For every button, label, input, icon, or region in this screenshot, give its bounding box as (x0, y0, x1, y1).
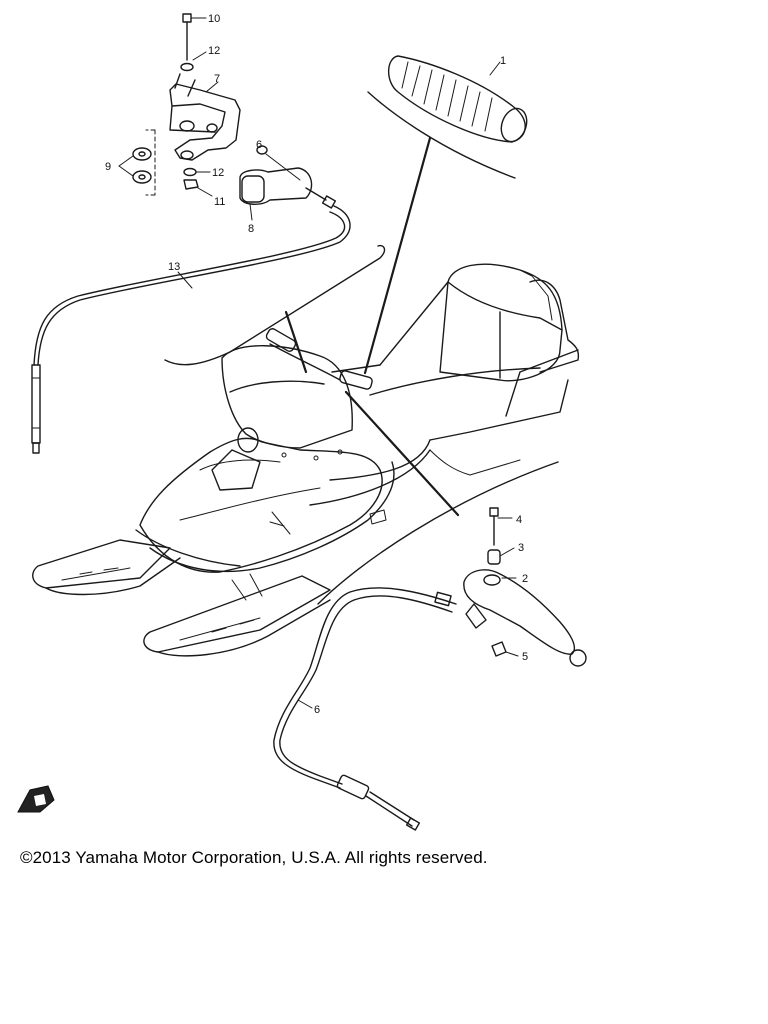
throttle-cable (31, 205, 351, 454)
handlebar-grip (387, 55, 528, 143)
callout-6b: 6 (314, 704, 320, 716)
lever-leader (344, 390, 460, 517)
grip-leader (363, 136, 432, 375)
callout-labels: 1 2 3 4 5 6 6 7 8 9 10 11 12 12 13 (105, 13, 528, 716)
callout-2: 2 (522, 573, 528, 585)
grip-bracket-line (367, 91, 516, 179)
callout-6a: 6 (256, 139, 262, 151)
callout-9: 9 (105, 161, 111, 173)
callout-11: 11 (214, 196, 225, 208)
parts-diagram: 1 2 3 4 5 6 6 7 8 9 10 11 12 12 13 (17, 13, 587, 831)
lever-bracket-line (317, 461, 559, 605)
callout-4: 4 (516, 514, 522, 526)
brake-lever-assembly (463, 507, 587, 667)
callout-1: 1 (500, 55, 506, 67)
throttle-bracket-assembly (118, 13, 241, 197)
snowmobile-body (32, 263, 580, 657)
callout-8: 8 (248, 223, 254, 235)
callout-12b: 12 (212, 167, 224, 179)
callout-10: 10 (208, 13, 220, 25)
brake-cable (273, 587, 457, 831)
cable-leader (284, 310, 308, 374)
dash-leader (271, 511, 291, 535)
parts-diagram-svg: 1 2 3 4 5 6 6 7 8 9 10 11 12 12 13 (17, 13, 587, 831)
callout-3: 3 (518, 542, 524, 554)
callout-12a: 12 (208, 45, 220, 57)
callout-5: 5 (522, 651, 528, 663)
front-direction-arrow-icon (17, 785, 55, 813)
throttle-housing (239, 145, 337, 221)
callout-13: 13 (168, 261, 180, 273)
callout-7: 7 (214, 73, 220, 85)
copyright-notice: ©2013 Yamaha Motor Corporation, U.S.A. A… (20, 848, 488, 867)
